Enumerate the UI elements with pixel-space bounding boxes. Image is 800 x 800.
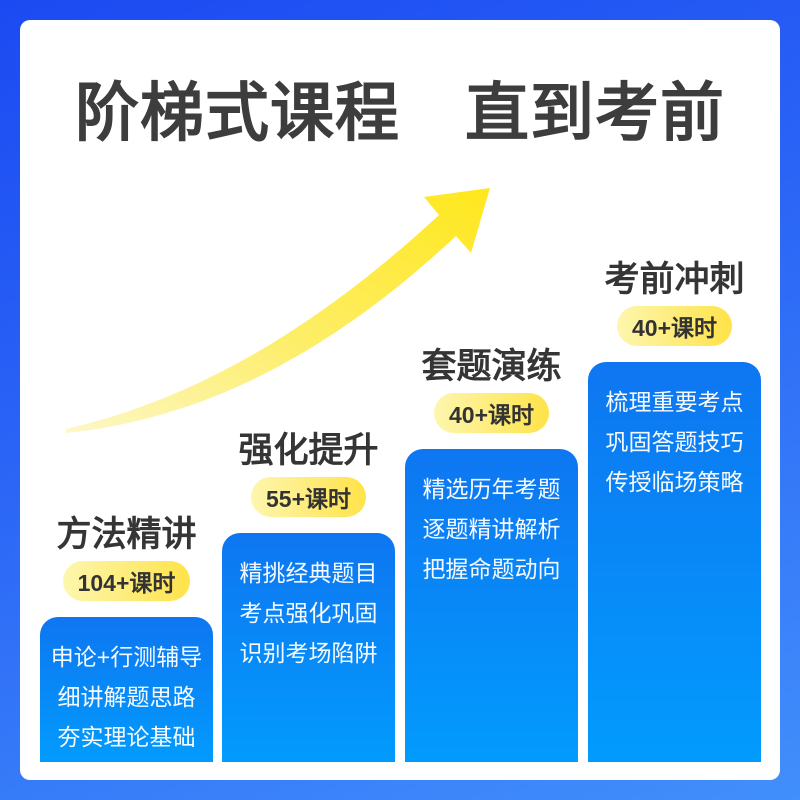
stage-hours-badge: 40+课时 <box>433 393 549 433</box>
stage-3-mock-practice: 套题演练 40+课时 精选历年考题 逐题精讲解析 把握命题动向 <box>405 346 578 762</box>
stage-4-final-sprint: 考前冲刺 40+课时 梳理重要考点 巩固答题技巧 传授临场策略 <box>588 259 761 762</box>
stage-2-intensify: 强化提升 55+课时 精挑经典题目 考点强化巩固 识别考场陷阱 <box>222 430 395 762</box>
page-title: 阶梯式课程 直到考前 <box>75 77 725 149</box>
stage-card: 精选历年考题 逐题精讲解析 把握命题动向 <box>405 449 578 762</box>
stage-title: 考前冲刺 <box>604 260 745 299</box>
stage-hours-label: 55+课时 <box>265 486 351 512</box>
stage-title: 套题演练 <box>421 347 562 386</box>
stage-feature: 把握命题动向 <box>422 556 561 582</box>
stage-feature: 梳理重要考点 <box>605 389 744 415</box>
stage-card: 梳理重要考点 巩固答题技巧 传授临场策略 <box>588 362 761 762</box>
stage-hours-label: 40+课时 <box>448 402 534 428</box>
stage-feature: 细讲解题思路 <box>57 684 196 710</box>
stage-hours-badge: 55+课时 <box>250 477 366 517</box>
stage-card: 申论+行测辅导 细讲解题思路 夯实理论基础 <box>40 617 213 762</box>
stage-1-method-lecture: 方法精讲 104+课时 申论+行测辅导 细讲解题思路 夯实理论基础 <box>40 514 213 762</box>
stage-feature: 精选历年考题 <box>422 476 561 502</box>
stage-hours-label: 40+课时 <box>631 315 717 341</box>
stage-hours-label: 104+课时 <box>77 570 176 596</box>
stage-feature: 传授临场策略 <box>605 469 744 495</box>
stage-title: 强化提升 <box>238 431 379 470</box>
stage-feature: 精挑经典题目 <box>239 560 378 586</box>
stage-feature: 夯实理论基础 <box>57 724 196 750</box>
stage-feature: 逐题精讲解析 <box>422 516 561 542</box>
stage-feature: 识别考场陷阱 <box>239 640 378 666</box>
stage-hours-badge: 104+课时 <box>62 561 191 601</box>
stage-card: 精挑经典题目 考点强化巩固 识别考场陷阱 <box>222 533 395 762</box>
stage-feature: 申论+行测辅导 <box>50 644 203 670</box>
stage-feature: 考点强化巩固 <box>239 600 378 626</box>
stage-feature: 巩固答题技巧 <box>605 429 744 455</box>
stage-title: 方法精讲 <box>56 515 197 554</box>
stage-hours-badge: 40+课时 <box>616 306 732 346</box>
